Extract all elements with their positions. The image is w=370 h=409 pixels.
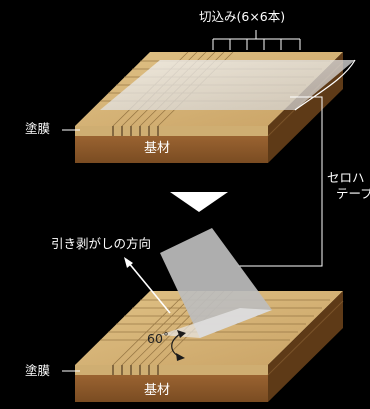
tape-label-line2: テープ bbox=[336, 186, 370, 201]
cut-bracket bbox=[212, 30, 301, 50]
coating-label-top: 塗膜 bbox=[25, 121, 51, 136]
bottom-block-coating-front bbox=[75, 365, 268, 375]
coating-label-bottom: 塗膜 bbox=[25, 363, 51, 378]
top-block bbox=[75, 51, 356, 163]
bottom-block-right-side bbox=[268, 291, 343, 402]
angle-arc-head-bottom bbox=[176, 353, 185, 361]
cut-label: 切込み(6×6本) bbox=[199, 9, 286, 24]
peel-direction-arrowhead bbox=[124, 257, 133, 268]
bottom-block-substrate-front bbox=[75, 375, 268, 402]
top-block-substrate-front bbox=[75, 136, 268, 163]
tape-leader bbox=[238, 96, 323, 267]
tape-label-line1: セロハ bbox=[327, 170, 365, 185]
top-tape-curl bbox=[294, 59, 356, 111]
bottom-front-cuts bbox=[112, 365, 159, 375]
top-block-coating-front bbox=[75, 126, 268, 136]
process-arrow bbox=[170, 192, 228, 212]
angle-arc-head-top bbox=[177, 330, 186, 338]
substrate-label-top: 基材 bbox=[144, 141, 171, 156]
peel-direction-arrow bbox=[127, 261, 171, 314]
substrate-label-bottom: 基材 bbox=[144, 383, 171, 398]
peel-direction-label: 引き剥がしの方向 bbox=[51, 236, 152, 251]
top-front-cuts bbox=[112, 126, 159, 136]
angle-label: 60˚ bbox=[147, 331, 170, 346]
peeled-tape-on-surface bbox=[160, 308, 272, 338]
